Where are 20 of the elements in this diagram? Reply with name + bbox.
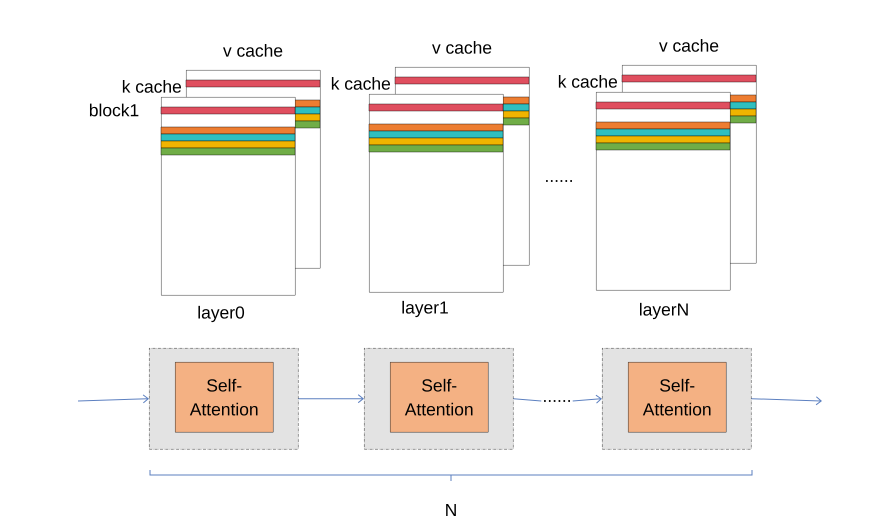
text-label: layer0 <box>198 306 244 322</box>
arrow <box>78 394 149 404</box>
attention-box: Self- Attention <box>175 362 274 432</box>
attention-box: Self- Attention <box>628 362 726 432</box>
cache-label: v cache <box>659 38 718 52</box>
cache-label: k cache <box>332 76 390 90</box>
cache-label: k cache <box>122 80 182 93</box>
text-label: N <box>446 504 456 516</box>
attention-box: Self- Attention <box>390 362 488 432</box>
arrow <box>298 394 364 404</box>
arrow <box>572 394 602 404</box>
arrow <box>750 396 822 406</box>
cache-label: k cache <box>558 74 617 88</box>
text-label: ...... <box>546 180 572 182</box>
ellipsis: ...... <box>544 400 570 402</box>
cache-label: v cache <box>432 40 492 54</box>
text-label: layer1 <box>402 300 448 318</box>
cache-label: v cache <box>223 44 282 57</box>
text-label: block1 <box>90 104 138 116</box>
text-label: layerN <box>640 302 688 320</box>
